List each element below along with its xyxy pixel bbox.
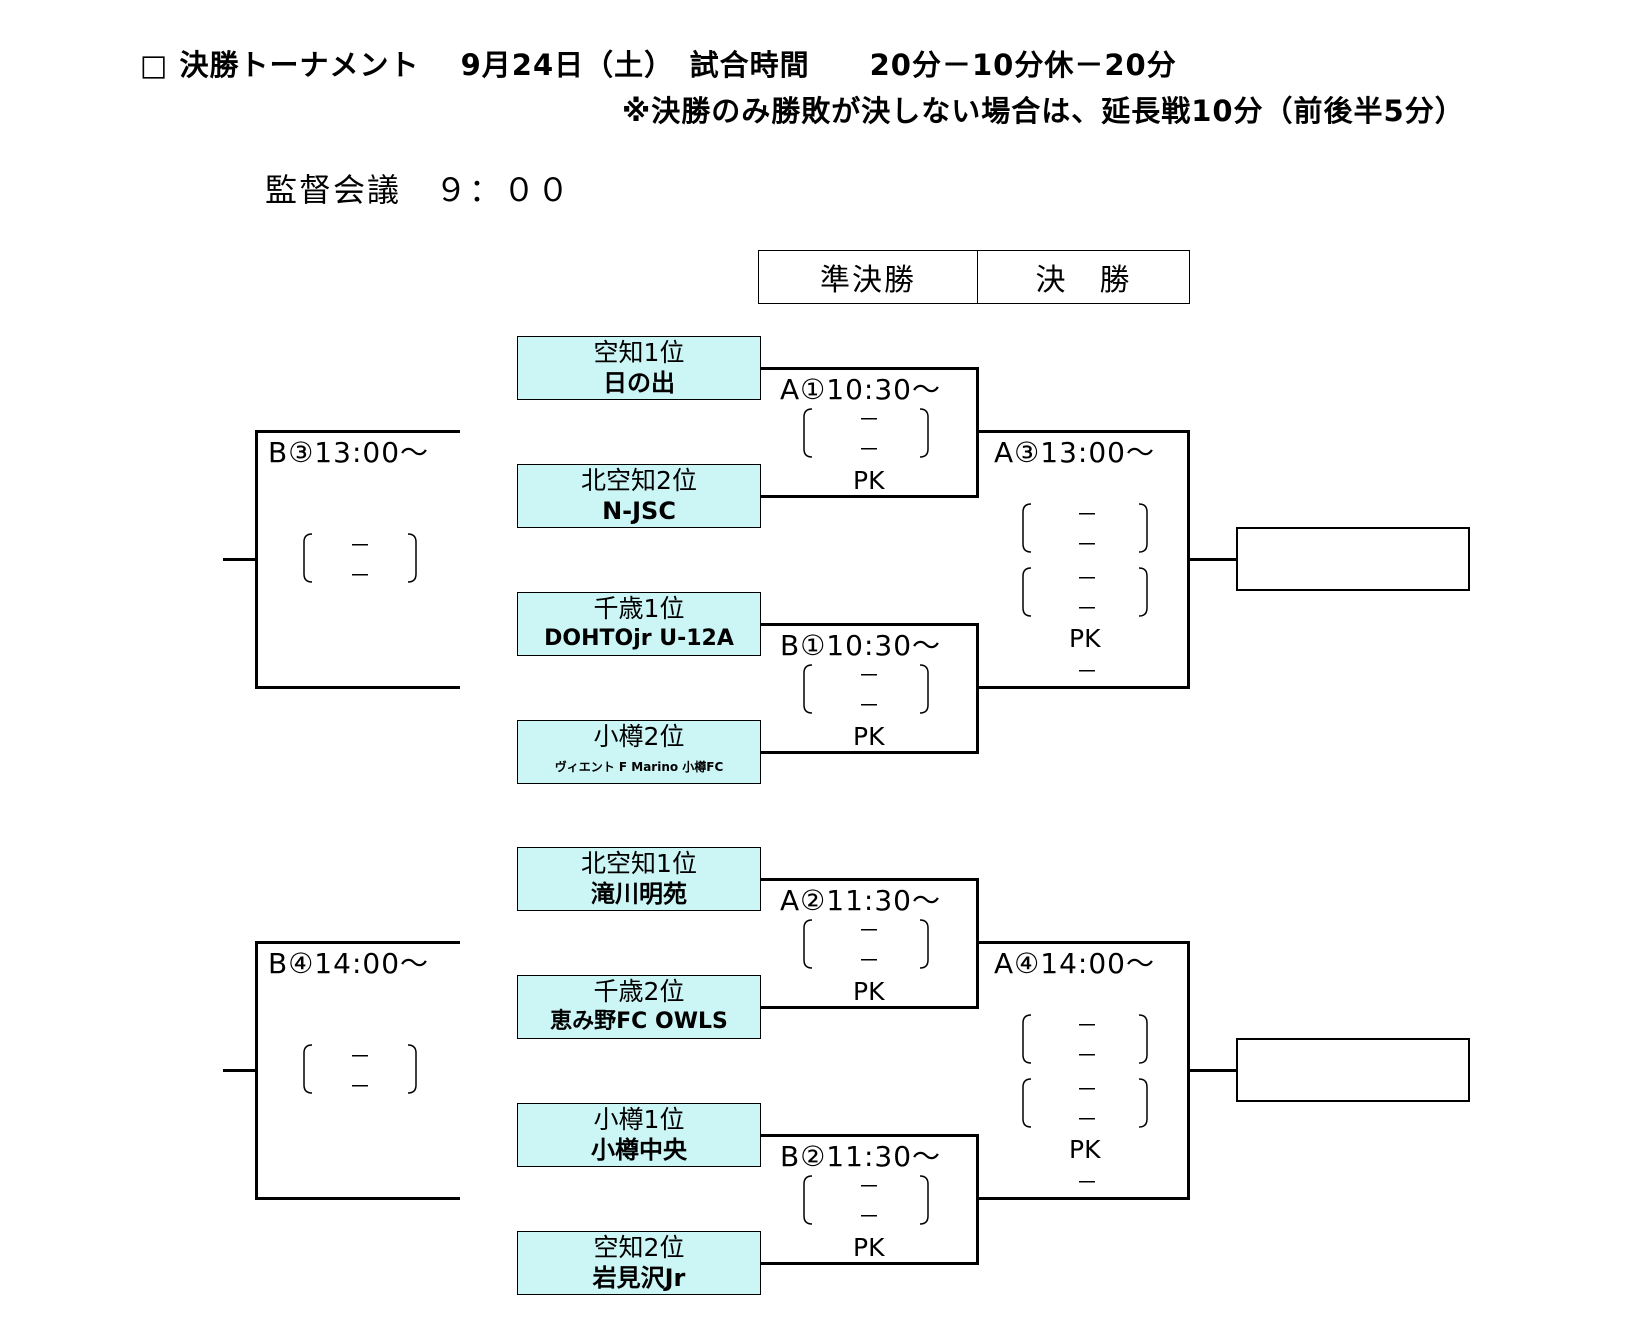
score-brackets [803,919,929,969]
champion-box-top [1236,527,1470,591]
team-rank: 千歳2位 [593,977,685,1006]
overtime-brackets [1022,567,1148,617]
score-dash: － [1076,503,1099,528]
bracket-line [761,495,979,498]
bracket-line [223,1069,258,1072]
champion-box-bottom [1236,1038,1470,1102]
bracket-line [976,430,1190,433]
match-time-a1: A①10:30～ [780,373,941,406]
bracket-line [976,941,1190,944]
page-title: □ 決勝トーナメント 9月24日（土） 試合時間 20分－10分休－20分 [140,48,1177,82]
bracket-line [761,1262,979,1265]
team-box-6: 千歳2位 恵み野FC OWLS [517,975,761,1039]
score-dash: － [1076,1014,1099,1039]
bracket-line [761,1134,979,1137]
bracket-line [255,941,460,944]
team-name: 小樽中央 [591,1136,687,1164]
match-time-b4: B④14:00～ [268,947,430,980]
team-name: DOHTOjr U-12A [544,626,734,651]
score-dash: － [1076,1044,1099,1069]
pk-label: PK [1069,1135,1101,1164]
bracket-line [976,686,1190,689]
bracket-line [255,1197,460,1200]
score-dash: － [349,1075,372,1100]
score-dash: － [1076,660,1099,685]
overtime-note: ※決勝のみ勝敗が決しない場合は、延長戦10分（前後半5分） [622,94,1465,128]
match-time-a4: A④14:00～ [994,947,1155,980]
overtime-brackets [1022,1078,1148,1128]
team-rank: 小樽1位 [593,1105,685,1134]
team-box-5: 北空知1位 滝川明苑 [517,847,761,911]
score-dash: － [349,1045,372,1070]
pk-label: PK [1069,624,1101,653]
team-name: 滝川明苑 [591,880,687,908]
team-name: 日の出 [603,369,675,397]
team-box-1: 空知1位 日の出 [517,336,761,400]
team-box-2: 北空知2位 N-JSC [517,464,761,528]
score-dash: － [858,694,881,719]
team-rank: 北空知2位 [581,466,697,495]
bracket-line [761,367,979,370]
bracket-line [255,686,460,689]
team-rank: 千歳1位 [593,594,685,623]
bracket-line [223,558,258,561]
bracket-line [761,1006,979,1009]
team-rank: 空知2位 [593,1233,685,1262]
match-time-b2: B②11:30～ [780,1140,942,1173]
match-time-a2: A②11:30～ [780,884,941,917]
semifinal-header: 準決勝 [758,250,978,304]
score-dash: － [858,408,881,433]
team-name: N-JSC [602,497,676,525]
team-box-3: 千歳1位 DOHTOjr U-12A [517,592,761,656]
score-dash: － [349,564,372,589]
score-dash: － [1076,1171,1099,1196]
team-rank: 北空知1位 [581,849,697,878]
score-brackets [1022,1014,1148,1064]
team-rank: 小樽2位 [593,722,685,751]
team-name: 恵み野FC OWLS [550,1009,728,1034]
score-dash: － [1076,1108,1099,1133]
score-dash: － [858,919,881,944]
score-dash: － [858,664,881,689]
team-name: ヴィエント F Marino 小樽FC [554,760,724,774]
pk-label: PK [853,466,885,495]
team-name: 岩見沢Jr [592,1264,686,1292]
score-dash: － [1076,533,1099,558]
team-box-4: 小樽2位 ヴィエント F Marino 小樽FC [517,720,761,784]
score-brackets [803,664,929,714]
score-dash: － [858,1175,881,1200]
match-time-a3: A③13:00～ [994,436,1155,469]
team-rank: 空知1位 [593,338,685,367]
pk-label: PK [853,722,885,751]
score-brackets [303,533,417,583]
pk-label: PK [853,977,885,1006]
score-brackets [1022,503,1148,553]
score-brackets [303,1044,417,1094]
team-box-7: 小樽1位 小樽中央 [517,1103,761,1167]
score-brackets [803,1175,929,1225]
pk-label: PK [853,1233,885,1262]
final-header: 決 勝 [977,250,1190,304]
match-time-b1: B①10:30～ [780,629,942,662]
bracket-line [255,430,460,433]
score-dash: － [858,949,881,974]
score-dash: － [858,1205,881,1230]
team-box-8: 空知2位 岩見沢Jr [517,1231,761,1295]
score-dash: － [1076,597,1099,622]
score-dash: － [349,534,372,559]
manager-meeting-time: 監督会議 ９：００ [265,171,572,209]
score-brackets [803,408,929,458]
score-dash: － [1076,567,1099,592]
bracket-line [761,751,979,754]
bracket-line [976,1197,1190,1200]
bracket-line [1187,558,1236,561]
bracket-line [761,623,979,626]
score-dash: － [858,438,881,463]
match-time-b3: B③13:00～ [268,436,430,469]
bracket-line [1187,1069,1236,1072]
score-dash: － [1076,1078,1099,1103]
bracket-line [761,878,979,881]
